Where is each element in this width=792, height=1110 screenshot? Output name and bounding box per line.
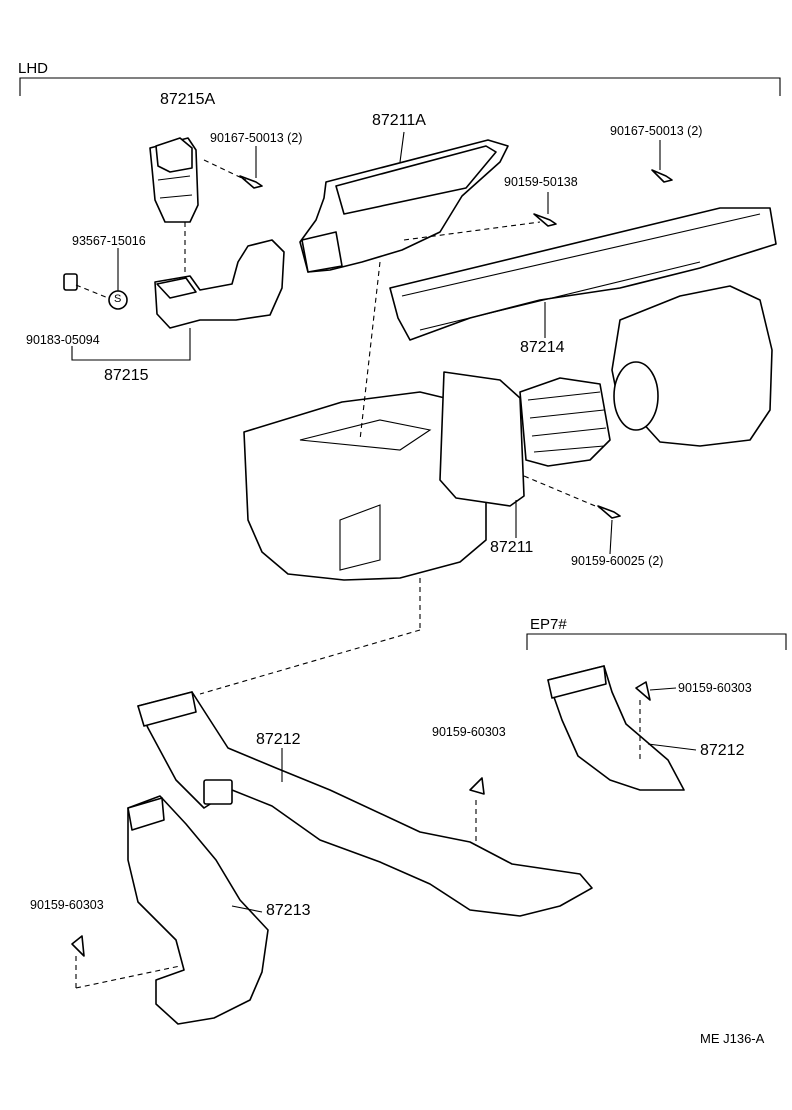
leader-lines [71,131,697,913]
fastener-label-90159-60303-left: 90159-60303 [30,898,104,912]
blower-housing [611,285,773,447]
part-label-87215a: 87215A [160,91,216,108]
clip-90183 [63,273,78,291]
fastener-label-93567: 93567-15016 [72,234,146,248]
figure-code: ME J136-A [700,1031,765,1046]
part-label-87211: 87211 [490,539,534,556]
duct-87214 [389,207,777,341]
duct-87215a [149,137,199,223]
section-label-ep7: EP7# [530,616,567,633]
fastener-label-90183: 90183-05094 [26,333,100,347]
fastener-label-90159-60025: 90159-60025 (2) [571,554,664,568]
fastener-label-90167-right: 90167-50013 (2) [610,124,703,138]
duct-87212-main [137,691,593,917]
screw-icon [71,169,673,957]
duct-87211a [299,139,509,273]
duct-87213 [127,795,269,1025]
section-label-lhd: LHD [18,60,49,77]
seal-symbol-s: S [114,293,122,305]
fastener-label-90159-50138: 90159-50138 [504,175,578,189]
lhd-bracket [19,77,781,96]
part-label-87214: 87214 [520,339,565,356]
fastener-label-90159-60303-ep7: 90159-60303 [678,681,752,695]
part-label-87215: 87215 [104,367,149,384]
main-unit [243,391,487,581]
duct-87215 [154,239,285,329]
part-label-87212-main: 87212 [256,731,301,748]
duct-87212-ep7 [547,665,685,791]
part-label-87211a: 87211A [372,112,426,129]
duct-87211 [439,371,611,507]
fastener-label-90167-left: 90167-50013 (2) [210,131,303,145]
fastener-label-90159-60303-mid: 90159-60303 [432,725,506,739]
part-label-87213: 87213 [266,902,311,919]
ep7-bracket [526,633,787,650]
dashed-assembly-lines [75,159,641,989]
part-label-87212-ep7: 87212 [700,742,745,759]
